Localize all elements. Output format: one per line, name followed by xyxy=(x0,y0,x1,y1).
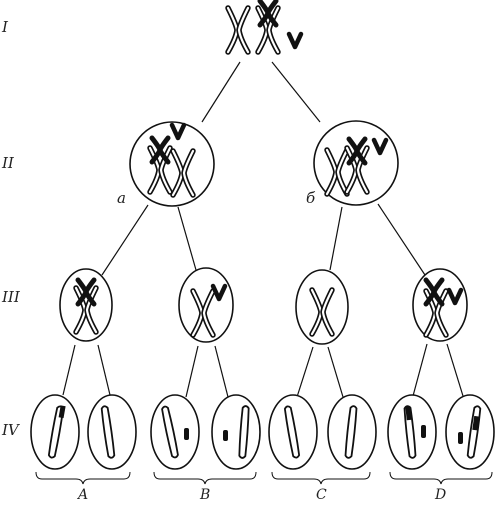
connector-line xyxy=(214,345,229,398)
connector-line xyxy=(101,204,149,276)
connector-line xyxy=(177,206,197,271)
stage-label-iv: IV xyxy=(2,421,19,439)
cell-iv-3 xyxy=(150,394,200,470)
connector-line xyxy=(296,346,314,398)
stage-i-chromosomes xyxy=(228,1,301,52)
cell-iv-6 xyxy=(327,394,377,470)
connector-line xyxy=(327,346,344,398)
stage-label-i: I xyxy=(2,18,8,36)
connector-line xyxy=(97,344,111,396)
group-label-d: D xyxy=(435,487,447,503)
brace-d xyxy=(389,471,493,485)
connector-line xyxy=(412,343,428,397)
group-label-c: C xyxy=(316,487,327,503)
connector-line xyxy=(62,344,76,396)
chromosome-small-v xyxy=(289,34,301,47)
connector-line xyxy=(377,203,426,276)
group-label-b: B xyxy=(200,487,211,503)
cell-ii-left xyxy=(129,121,215,207)
connector-lines xyxy=(62,61,464,398)
cell-iii-1 xyxy=(59,268,113,342)
chromosome-x xyxy=(228,8,248,52)
cell-iv-5 xyxy=(268,394,318,470)
cell-iii-4 xyxy=(412,268,468,342)
group-label-a: A xyxy=(78,487,89,503)
cell-label-left: а xyxy=(117,189,126,207)
connector-line xyxy=(271,61,321,123)
cell-iii-3 xyxy=(295,269,349,345)
group-braces xyxy=(35,471,493,485)
cell-iv-8 xyxy=(445,394,495,470)
connector-line xyxy=(329,206,343,271)
cell-iv-1 xyxy=(30,394,80,470)
brace-c xyxy=(271,471,371,485)
stage-label-iii: III xyxy=(2,288,20,306)
cell-iii-2 xyxy=(178,267,234,343)
brace-a xyxy=(35,471,131,485)
cell-iv-2 xyxy=(87,394,137,470)
cell-label-right: б xyxy=(306,189,316,207)
cell-ii-right xyxy=(313,120,399,206)
connector-line xyxy=(185,345,199,398)
cell-iv-4 xyxy=(211,394,261,470)
connector-line xyxy=(446,343,464,397)
brace-b xyxy=(153,471,257,485)
cell-iv-7 xyxy=(387,394,437,470)
connector-line xyxy=(201,61,241,123)
stage-label-ii: II xyxy=(2,154,14,172)
